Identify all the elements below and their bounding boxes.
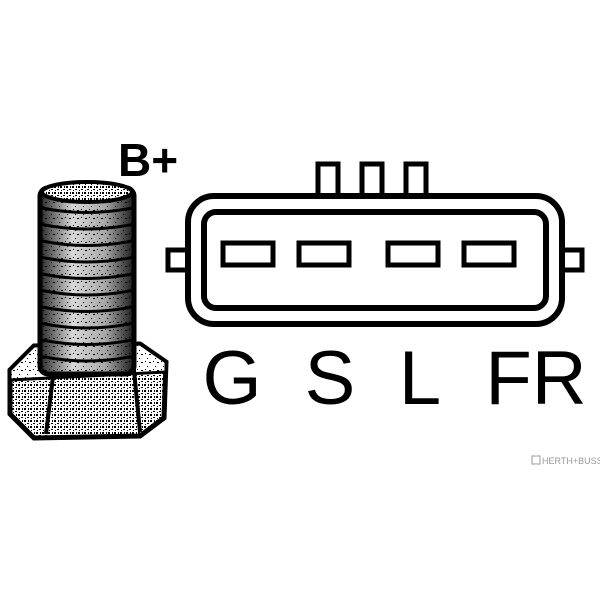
thread-ridge (41, 206, 133, 214)
thread-ridge (41, 256, 133, 264)
thread-ridge (41, 239, 133, 247)
thread-ridge (41, 322, 133, 330)
connector-pin-sockets (220, 240, 517, 268)
thread-ridge (41, 272, 133, 280)
pin-label-l: L (399, 336, 441, 421)
pin-socket-s (296, 240, 352, 268)
threaded-stud-icon: B+ (7, 134, 178, 441)
terminal-label: B+ (118, 134, 178, 186)
plug-connector-icon (165, 161, 585, 327)
thread-ridge (41, 289, 133, 297)
pin-socket-l (385, 240, 441, 268)
pin-socket-g (220, 240, 276, 268)
pin-label-g: G (202, 336, 261, 421)
thread-ridge (41, 338, 133, 346)
pin-socket-fr (461, 240, 517, 268)
thread-ridge (41, 223, 133, 231)
watermark-text: HERTH+BUSS (542, 456, 600, 466)
pin-label-s: S (305, 336, 356, 421)
thread-ridge (41, 355, 133, 363)
connector-housing-inner (201, 209, 549, 311)
stud-threads (41, 206, 133, 363)
stud-shaft (37, 180, 137, 377)
pin-label-fr: FR (485, 336, 586, 421)
brand-logo-icon: HERTH+BUSS (531, 455, 600, 466)
thread-ridge (41, 305, 133, 313)
